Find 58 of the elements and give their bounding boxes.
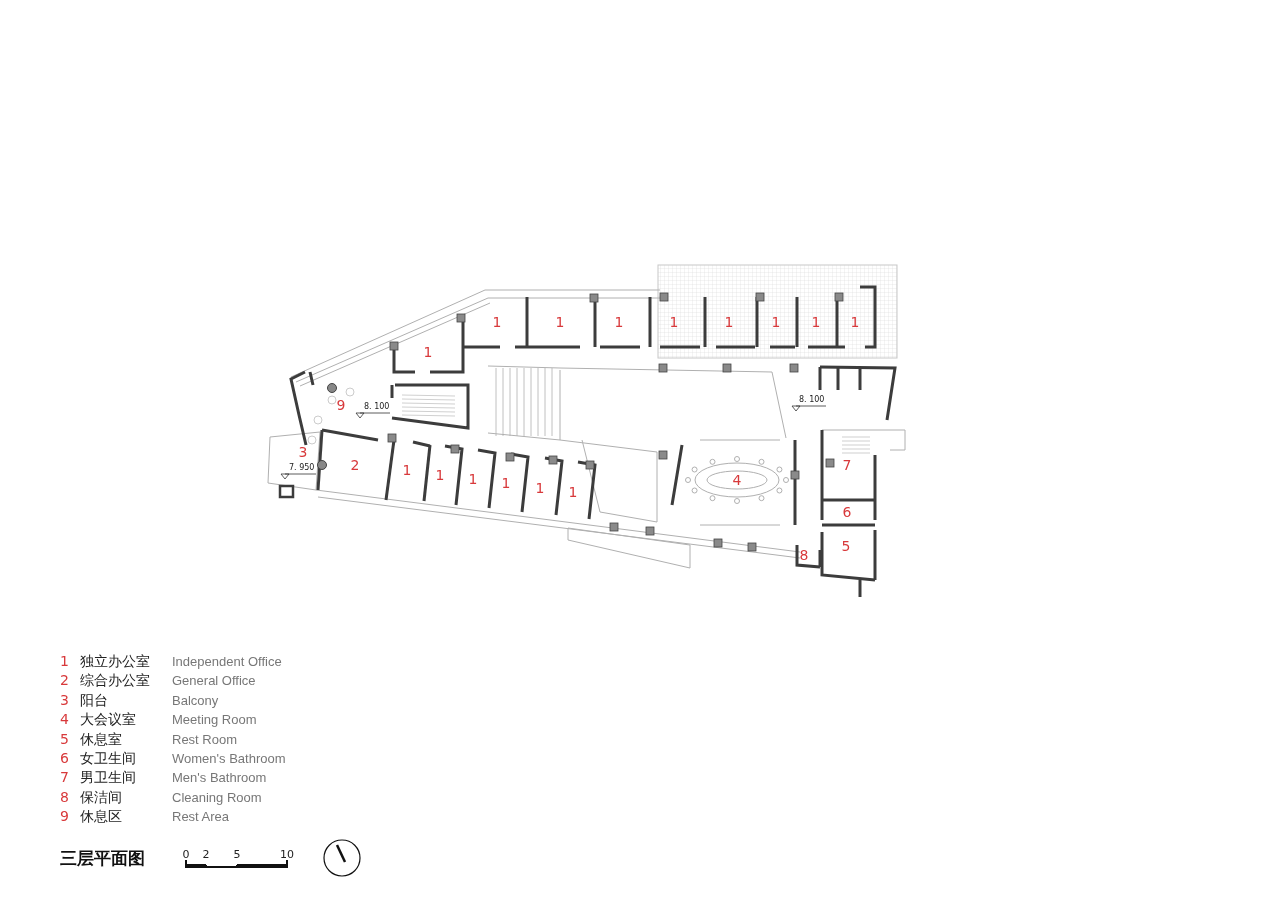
room-number: 1 — [435, 468, 445, 482]
room-number: 6 — [842, 505, 852, 519]
key-english-name: Balcony — [172, 693, 219, 707]
key-number: 2 — [60, 673, 69, 688]
key-number: 1 — [60, 654, 69, 668]
scale-number: 5 — [233, 849, 241, 860]
room-number: 8 — [799, 548, 809, 562]
key-english-name: Women's Bathroom — [172, 752, 286, 765]
room-number: 1 — [568, 485, 578, 499]
room-number: 1 — [771, 315, 781, 329]
key-chinese-name: 综合办公室 — [80, 673, 150, 688]
room-number: 1 — [402, 463, 412, 477]
key-english-name: Cleaning Room — [172, 790, 262, 804]
room-number: 2 — [350, 458, 360, 472]
room-number: 4 — [732, 473, 742, 487]
room-number: 3 — [298, 445, 308, 459]
key-english-name: Rest Room — [172, 732, 238, 746]
key-chinese-name: 独立办公室 — [80, 654, 150, 668]
room-number: 1 — [492, 315, 502, 329]
key-chinese-name: 休息区 — [80, 809, 122, 824]
key-number: 3 — [60, 692, 69, 707]
scale-number: 10 — [280, 849, 294, 860]
key-english-name: Rest Area — [172, 810, 230, 824]
key-number: 7 — [60, 770, 69, 785]
key-number: 9 — [60, 809, 69, 824]
room-number: 1 — [669, 315, 679, 329]
key-chinese-name: 阳台 — [80, 692, 108, 707]
key-english-name: Independent Office — [172, 655, 282, 668]
room-number: 1 — [555, 315, 565, 329]
scale-number: 2 — [202, 849, 210, 860]
room-number: 1 — [614, 315, 624, 329]
room-number: 1 — [468, 472, 478, 486]
key-chinese-name: 大会议室 — [80, 712, 136, 727]
key-number: 6 — [60, 751, 69, 765]
key-english-name: General Office — [172, 674, 256, 688]
key-english-name: Meeting Room — [172, 713, 257, 727]
scale-number: 0 — [182, 849, 190, 860]
room-number: 1 — [850, 315, 860, 329]
key-number: 5 — [60, 731, 69, 746]
elevation-label: 7. 950 — [289, 464, 315, 472]
room-number: 1 — [811, 315, 821, 329]
elevation-label: 8. 100 — [799, 396, 825, 404]
key-chinese-name: 保洁间 — [80, 789, 122, 804]
plan-title: 三层平面图 — [60, 847, 145, 870]
key-english-name: Men's Bathroom — [172, 771, 267, 785]
key-chinese-name: 休息室 — [80, 731, 122, 746]
room-number: 1 — [724, 315, 734, 329]
key-chinese-name: 男卫生间 — [80, 770, 136, 785]
room-number: 9 — [336, 398, 346, 412]
key-number: 4 — [60, 712, 69, 727]
elevation-label: 8. 100 — [364, 403, 390, 411]
room-number: 5 — [841, 539, 851, 553]
room-number: 1 — [535, 481, 545, 495]
room-number: 1 — [423, 345, 433, 359]
room-number: 1 — [501, 476, 511, 490]
key-chinese-name: 女卫生间 — [80, 751, 136, 765]
key-number: 8 — [60, 789, 69, 804]
room-number: 7 — [842, 458, 852, 472]
